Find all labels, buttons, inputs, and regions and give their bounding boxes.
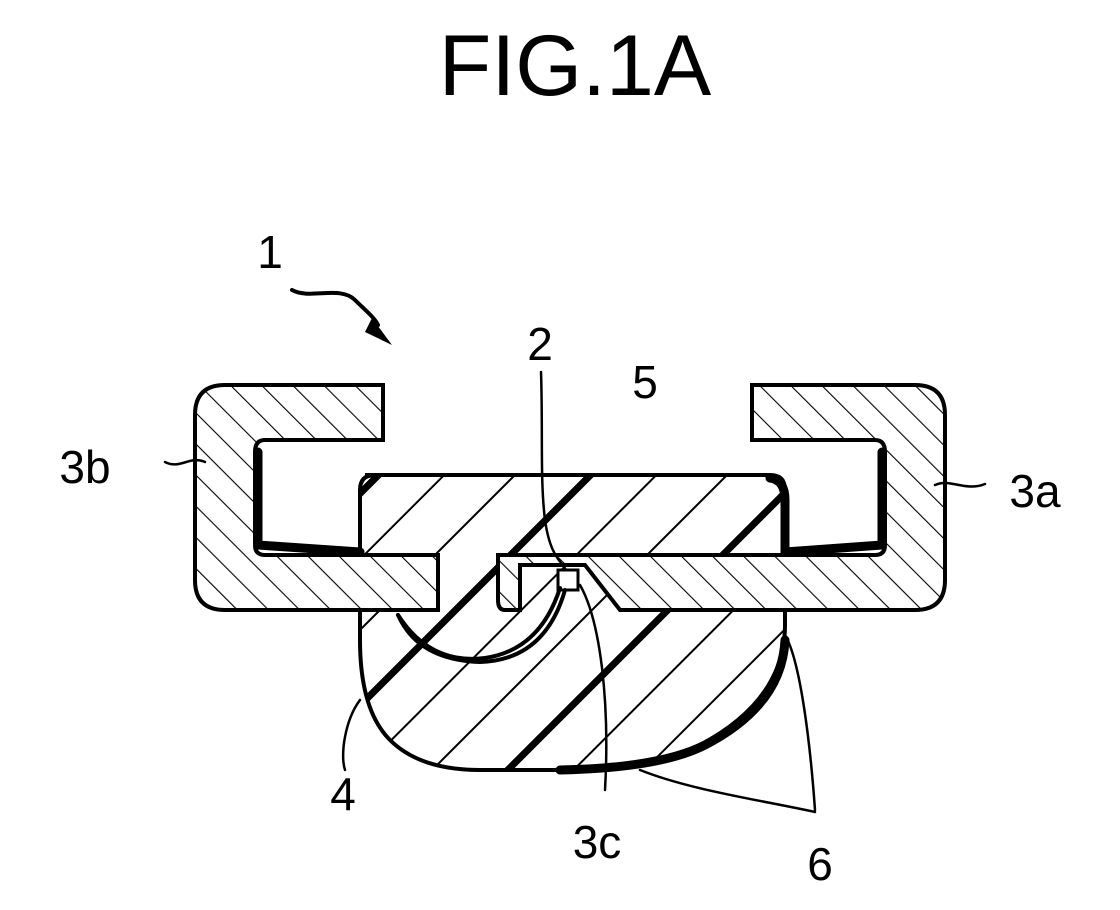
label-6: 6 xyxy=(807,838,833,890)
label-5: 5 xyxy=(632,356,658,408)
figure-title: FIG.1A xyxy=(439,18,712,114)
label-2: 2 xyxy=(527,318,553,370)
resin-body xyxy=(360,475,785,770)
label-3a: 3a xyxy=(1009,465,1061,517)
label-4: 4 xyxy=(330,768,356,820)
label-3c: 3c xyxy=(573,816,622,868)
label-3b: 3b xyxy=(59,441,110,493)
label-1: 1 xyxy=(257,226,283,278)
